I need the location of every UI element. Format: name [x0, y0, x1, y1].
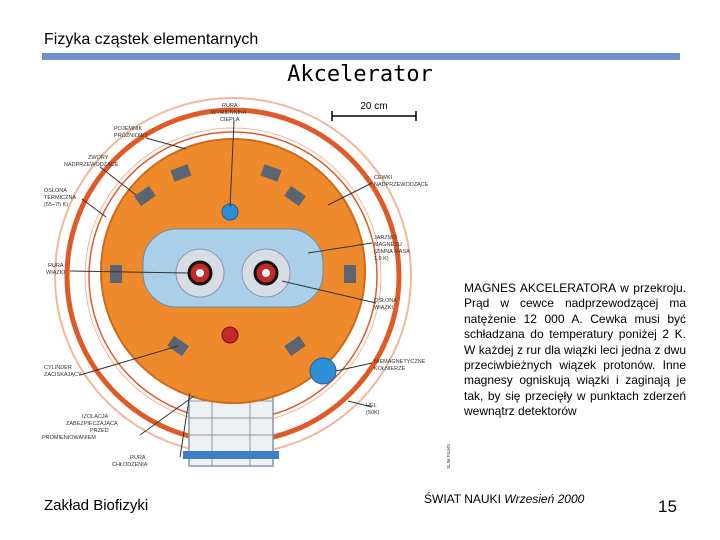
label-rura-wymiennika-1: RURA: [222, 103, 238, 109]
clamp-block: [260, 164, 282, 182]
label-zwory-1: ZWORY: [88, 155, 109, 161]
label-jarzmo-2: MAGNESU: [374, 242, 402, 248]
label-cewki-2: NADPRZEWODZĄCE: [374, 182, 429, 188]
clamp-block: [344, 265, 356, 283]
label-izolacja-3: PRZED: [90, 428, 109, 434]
label-oslona-wiazki-2: WIĄZKI: [374, 305, 393, 311]
label-izolacja-1: IZOLACJA: [82, 414, 109, 420]
label-niemagnetyczne-1: NIEMAGNETYCZNE: [374, 359, 426, 365]
cooling-pipe: [221, 326, 239, 344]
clamp-block: [284, 335, 306, 357]
svg-text:RURA WYMIENNIKA CIEPŁA: RURA WYMIENNIKA CIEPŁA: [211, 103, 248, 123]
label-hel-1: HEL: [366, 403, 377, 409]
label-cewki-1: CEWKI: [374, 175, 393, 181]
credit-label: SLIM FILMS: [446, 444, 451, 469]
svg-text:IZOLACJA ZABEZPIECZAJĄCA: IZOLACJA ZABEZPIECZAJĄCA PRZED PROMIENIO…: [42, 414, 119, 441]
svg-text:ZWORY NADPRZEWODZĄCE: ZWORY NADPRZEWODZĄCE: [64, 155, 119, 168]
svg-text:OSŁONA TERMICZNA (55–7: OSŁONA TERMICZNA (55–75 K): [44, 188, 77, 208]
svg-text:RURA WIĄZKI: RURA WIĄZKI: [46, 263, 65, 276]
label-rura-wymiennika-2: WYMIENNIKA: [211, 110, 247, 116]
label-rura-wymiennika-3: CIEPŁA: [220, 117, 240, 123]
footer-source: ŚWIAT NAUKI Wrzesień 2000: [424, 492, 584, 506]
svg-text:OSŁONA WIĄZKI: OSŁONA WIĄZKI: [374, 298, 398, 311]
clamp-block: [110, 265, 122, 283]
source-date: Wrzesień 2000: [504, 492, 585, 506]
label-rura-wiazki-2: WIĄZKI: [46, 270, 65, 276]
label-rura-chlodzenia-1: RURA: [130, 455, 146, 461]
label-zwory-2: NADPRZEWODZĄCE: [64, 162, 119, 168]
clamp-block: [284, 185, 306, 207]
label-oslona-termiczna-1: OSŁONA: [44, 188, 67, 194]
page-number: 15: [658, 497, 677, 516]
label-cylinder-2: ZACISKAJĄCY: [44, 372, 82, 378]
svg-text:NIEMAGNETYCZNE KOŁNIERZE: NIEMAGNETYCZNE KOŁNIERZE: [374, 359, 427, 372]
clamp-block: [134, 185, 156, 207]
label-jarzmo-4: 1,9 K): [374, 256, 389, 262]
label-rura-wiazki-1: RURA: [48, 263, 64, 269]
label-rura-chlodzenia-2: CHŁODZENIA: [112, 462, 148, 468]
label-niemagnetyczne-2: KOŁNIERZE: [374, 366, 406, 372]
label-pojemnik-2: PRÓŻNIOWY: [114, 132, 148, 139]
svg-text:JARZMO MAGNESU (ZIMNA: JARZMO MAGNESU (ZIMNA MASA 1,9 K): [374, 235, 411, 262]
header-title: Fizyka cząstek elementarnych: [44, 31, 259, 48]
yoke-cavity: [142, 228, 324, 308]
source-name: ŚWIAT NAUKI: [424, 492, 501, 506]
label-oslona-termiczna-3: (55–75 K): [44, 202, 68, 208]
label-oslona-wiazki-1: OSŁONA: [374, 298, 397, 304]
label-jarzmo-3: (ZIMNA MASA: [374, 249, 410, 255]
label-pojemnik-1: POJEMNIK: [114, 126, 142, 132]
label-izolacja-2: ZABEZPIECZAJĄCA: [66, 421, 118, 427]
magnet-cross-section-diagram: 20 cm RURA WYMIENNIKA CIEPŁA POJEMNIK PR…: [42, 97, 451, 469]
helium-pipe: [309, 357, 337, 385]
label-cylinder-1: CYLINDER: [44, 365, 72, 371]
label-izolacja-4: PROMIENIOWANIEM: [42, 435, 96, 441]
clamp-block: [170, 164, 192, 182]
label-hel-2: (50K): [366, 410, 380, 416]
scale-label: 20 cm: [360, 101, 387, 112]
svg-text:RURA CHŁODZENIA: RURA CHŁODZENIA: [112, 455, 148, 468]
label-jarzmo-1: JARZMO: [374, 235, 397, 241]
footer-department: Zakład Biofizyki: [44, 497, 149, 514]
svg-text:POJEMNIK PRÓŻNIOWY: POJEMNIK PRÓŻNIOWY: [114, 126, 148, 139]
svg-text:CYLINDER ZACISKAJĄCY: CYLINDER ZACISKAJĄCY: [44, 365, 82, 378]
svg-text:CEWKI NADPRZEWODZĄCE: CEWKI NADPRZEWODZĄCE: [374, 175, 429, 188]
svg-text:HEL (50K): HEL (50K): [366, 403, 380, 416]
slide-title: Akcelerator: [287, 62, 433, 87]
label-oslona-termiczna-2: TERMICZNA: [44, 195, 76, 201]
figure-caption: MAGNES AKCELERATORA w przekroju. Prąd w …: [464, 281, 686, 419]
header-rule: [42, 53, 680, 60]
